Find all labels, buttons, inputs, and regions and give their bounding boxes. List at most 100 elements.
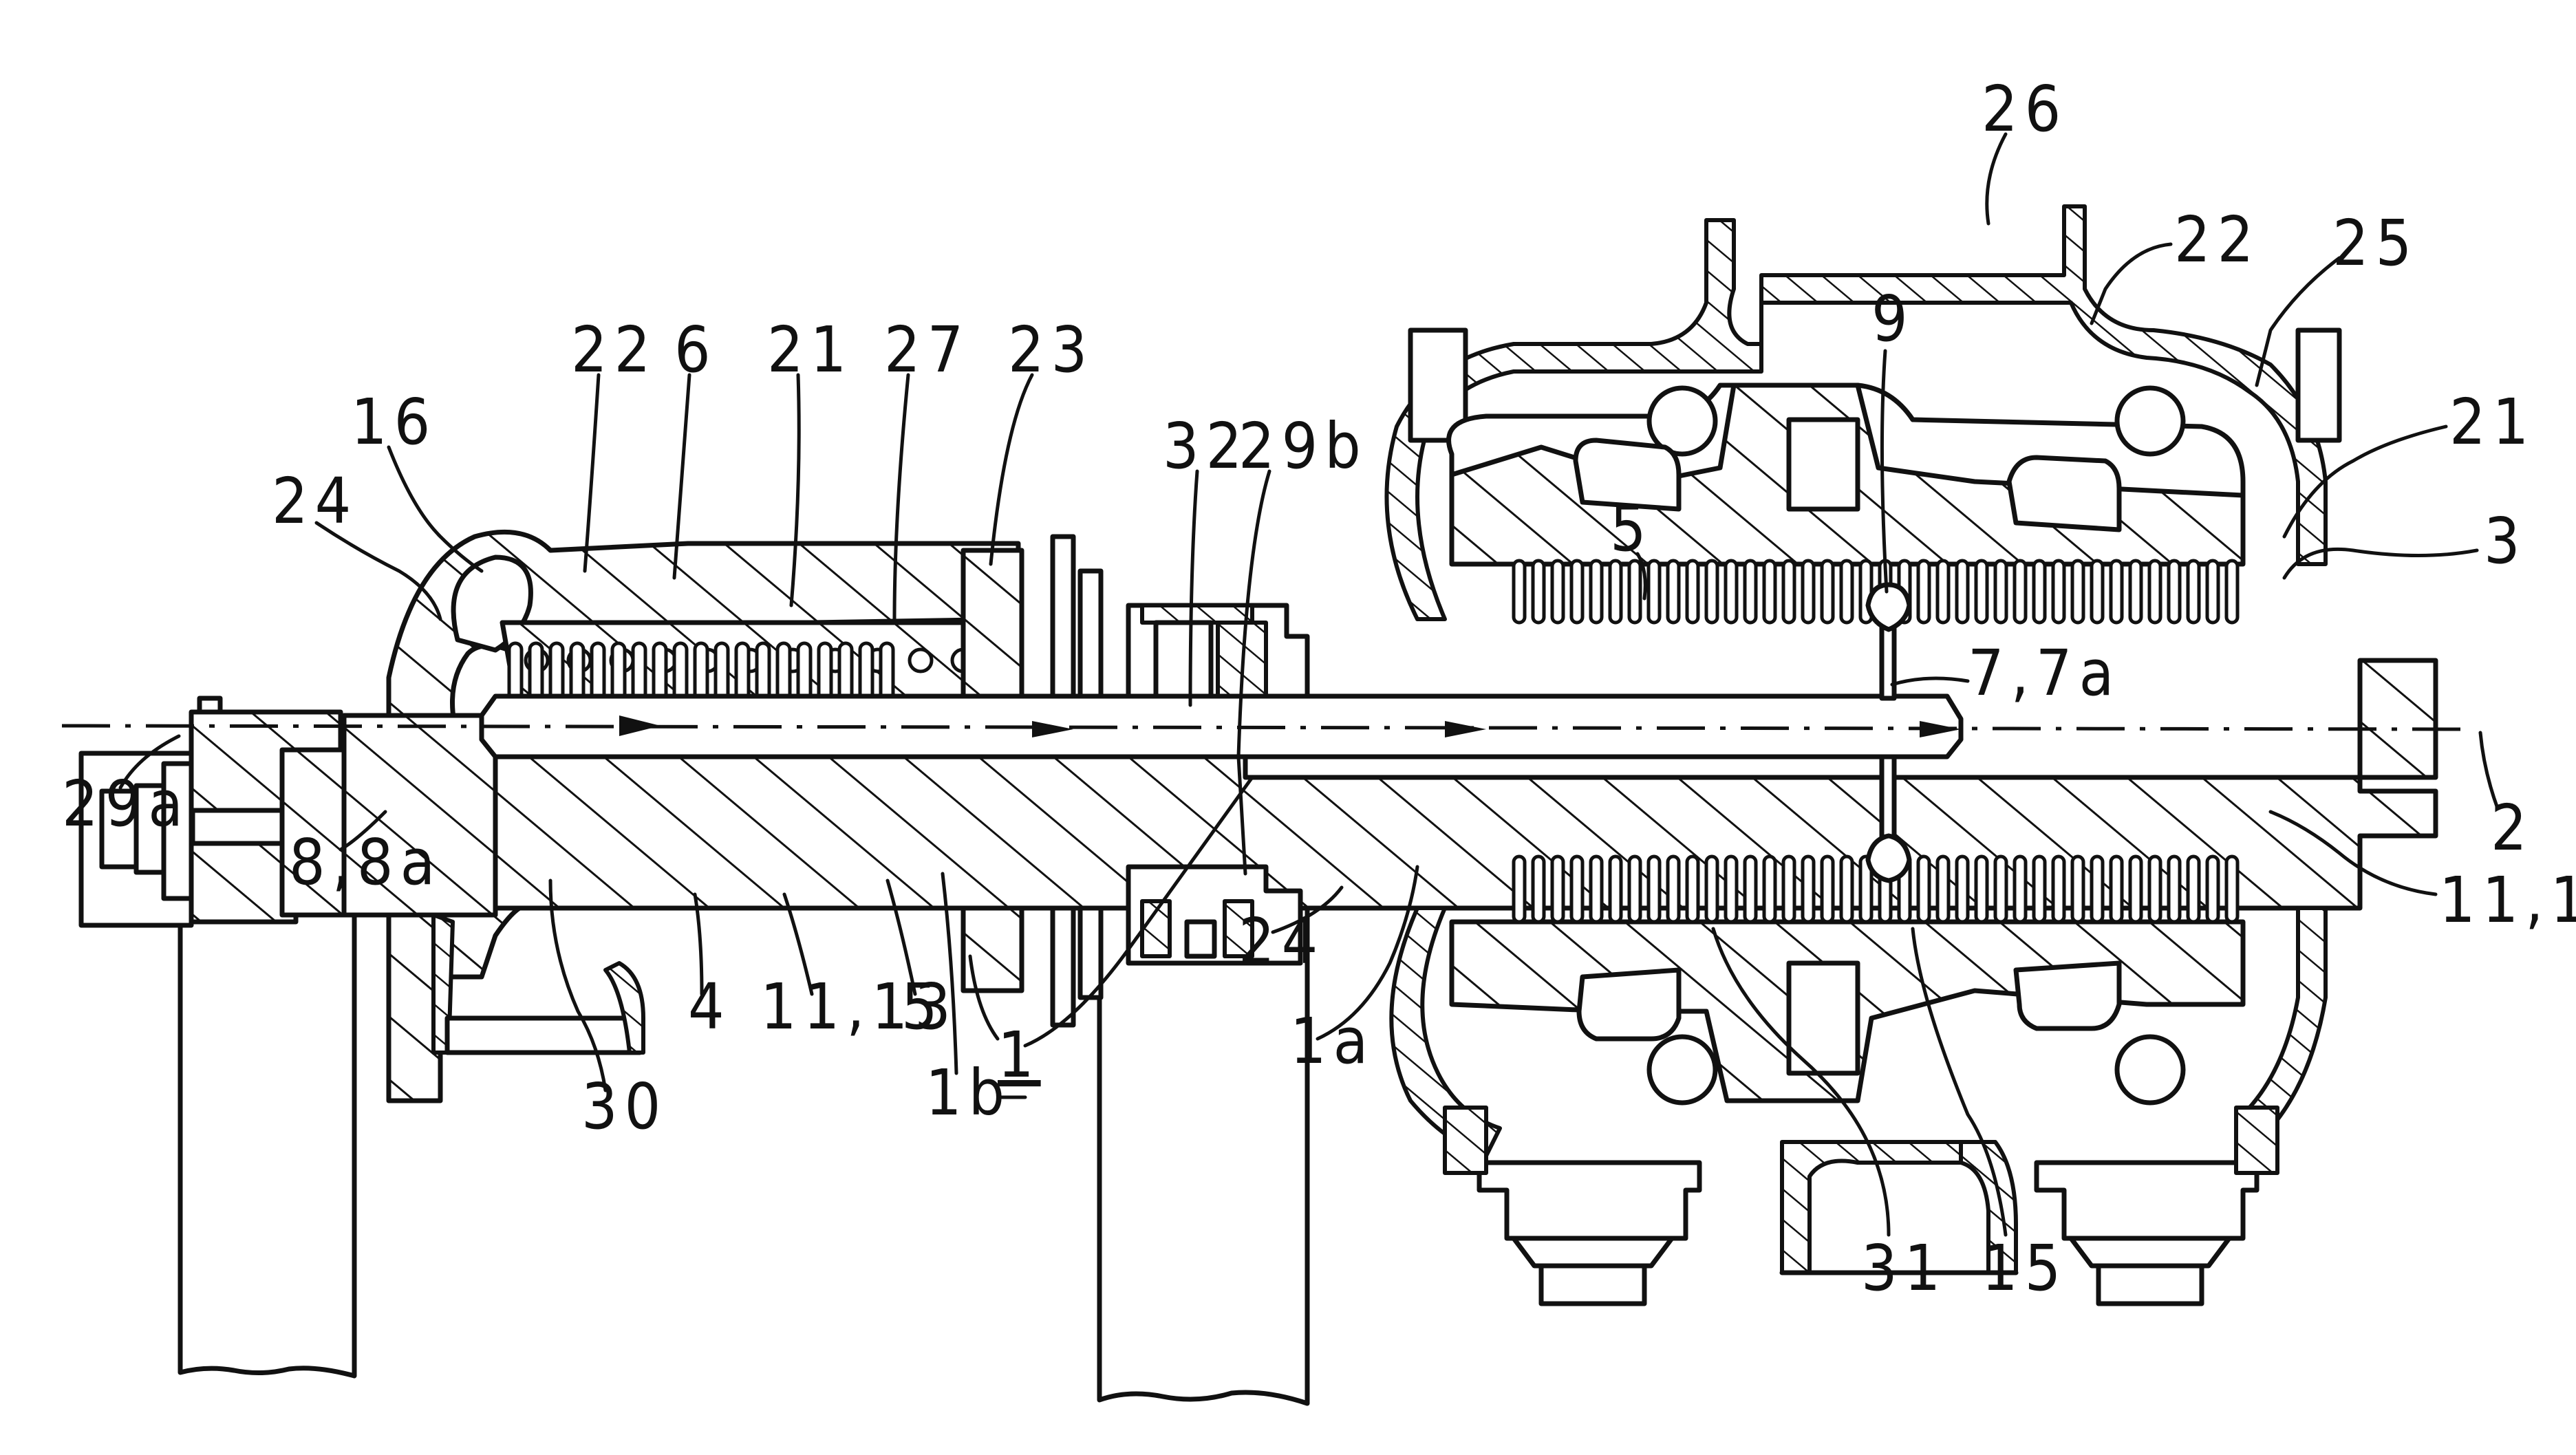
left-pedestal xyxy=(178,788,357,1379)
cooling-fin xyxy=(1646,559,1662,625)
cooling-fin xyxy=(1608,559,1623,625)
cooling-fin xyxy=(1608,854,1623,924)
cooling-fin xyxy=(1820,559,1835,625)
right-bearing-feet xyxy=(1443,1106,2279,1306)
reference-labels: 26 22 25 21 3 9 5 7,7a 2 11,14 31 15 22 … xyxy=(62,72,2576,1305)
cooling-fin xyxy=(2186,559,2201,625)
cooling-fin xyxy=(1512,854,1527,924)
rotor-shaft xyxy=(341,658,2438,918)
label-4: 4 xyxy=(688,970,731,1044)
cooling-fin xyxy=(1589,559,1604,625)
cooling-fin xyxy=(2032,559,2047,625)
cooling-fin xyxy=(1935,559,1951,625)
cooling-fin xyxy=(1839,559,1854,625)
cooling-fin xyxy=(1531,559,1546,625)
label-11-14: 11,14 xyxy=(2439,863,2576,937)
label-9: 9 xyxy=(1871,282,1915,356)
label-16: 16 xyxy=(351,385,437,459)
cooling-fin xyxy=(1974,559,1989,625)
cooling-fin xyxy=(2012,559,2028,625)
label-5-center: 5 xyxy=(1610,492,1653,565)
radial-coolant-passages xyxy=(1865,582,1912,883)
cooling-fin xyxy=(1569,559,1585,625)
cooling-fin xyxy=(2128,854,2143,924)
cooling-fin xyxy=(1704,559,1719,625)
label-22-left: 22 xyxy=(571,313,657,387)
cooling-fin xyxy=(2109,559,2124,625)
cooling-fin xyxy=(1974,854,1989,924)
cooling-fin xyxy=(1762,854,1777,924)
cooling-fin xyxy=(1704,854,1719,924)
cooling-fin xyxy=(2090,559,2105,625)
cooling-fin xyxy=(1916,559,1931,625)
cooling-fin xyxy=(2070,559,2085,625)
cooling-fin xyxy=(1801,854,1816,924)
cooling-fin xyxy=(1993,854,2008,924)
cooling-fin xyxy=(2147,854,2162,924)
label-21-right: 21 xyxy=(2449,385,2535,459)
cooling-fin xyxy=(1916,854,1931,924)
label-22-right: 22 xyxy=(2174,203,2260,277)
left-winding-upper xyxy=(500,620,1021,707)
cooling-fin xyxy=(2205,854,2220,924)
flow-arrow-icon xyxy=(1445,721,1486,737)
cooling-fin xyxy=(1724,559,1739,625)
cooling-fin xyxy=(1666,854,1681,924)
label-1: 1 xyxy=(998,1018,1041,1092)
label-11-13: 11,13 xyxy=(760,970,958,1044)
label-23: 23 xyxy=(1008,313,1094,387)
cooling-fin xyxy=(2205,559,2220,625)
cooling-fin xyxy=(2090,854,2105,924)
cooling-fin xyxy=(2224,854,2240,924)
cooling-fin xyxy=(1550,559,1565,625)
cooling-fin xyxy=(2167,559,2182,625)
cooling-fin xyxy=(2128,559,2143,625)
cooling-fin xyxy=(1743,559,1758,625)
cooling-fin xyxy=(1839,854,1854,924)
cooling-fin xyxy=(1569,854,1585,924)
cooling-fin xyxy=(1935,854,1951,924)
cooling-fin xyxy=(2186,854,2201,924)
stator-core-upper xyxy=(1446,382,2246,625)
cooling-fin xyxy=(1531,854,1546,924)
label-30: 30 xyxy=(581,1070,667,1143)
cooling-fin xyxy=(1685,854,1700,924)
label-21-left: 21 xyxy=(767,313,853,387)
cooling-fin xyxy=(1781,854,1796,924)
flow-arrow-icon xyxy=(1032,721,1073,737)
label-29b: 29b xyxy=(1238,409,1368,483)
cooling-fin xyxy=(2051,559,2066,625)
label-24-left: 24 xyxy=(272,464,358,538)
label-7-7a: 7,7a xyxy=(1968,636,2121,710)
label-5-lower: 5 xyxy=(901,970,945,1044)
cooling-fin xyxy=(2224,559,2240,625)
label-31: 31 xyxy=(1861,1231,1947,1305)
flow-arrow-icon xyxy=(619,715,661,736)
cooling-fin xyxy=(2070,854,2085,924)
cooling-fin xyxy=(1627,559,1642,625)
cooling-fin xyxy=(1955,559,1970,625)
cooling-fin xyxy=(2012,854,2028,924)
axis-centerline xyxy=(61,715,2474,737)
stator-core-lower xyxy=(1449,854,2246,1106)
cooling-fin xyxy=(1685,559,1700,625)
label-6: 6 xyxy=(674,313,718,387)
cooling-fin xyxy=(2109,854,2124,924)
label-29a: 29a xyxy=(62,767,190,841)
cooling-fin xyxy=(1666,559,1681,625)
winding-conductor xyxy=(908,647,934,673)
label-24-mid: 24 xyxy=(1238,905,1324,978)
cooling-fin xyxy=(1724,854,1739,924)
label-26: 26 xyxy=(1982,72,2068,146)
cooling-fin xyxy=(1743,854,1758,924)
label-3: 3 xyxy=(2484,504,2527,578)
cooling-fin xyxy=(2051,854,2066,924)
cooling-fin xyxy=(1512,559,1527,625)
flow-arrow-icon xyxy=(1920,721,1961,737)
label-25: 25 xyxy=(2332,206,2418,280)
cooling-fin xyxy=(1858,854,1874,924)
label-1b: 1b xyxy=(925,1056,1011,1130)
leader-lines xyxy=(118,132,2500,1237)
cooling-fin xyxy=(1627,854,1642,924)
